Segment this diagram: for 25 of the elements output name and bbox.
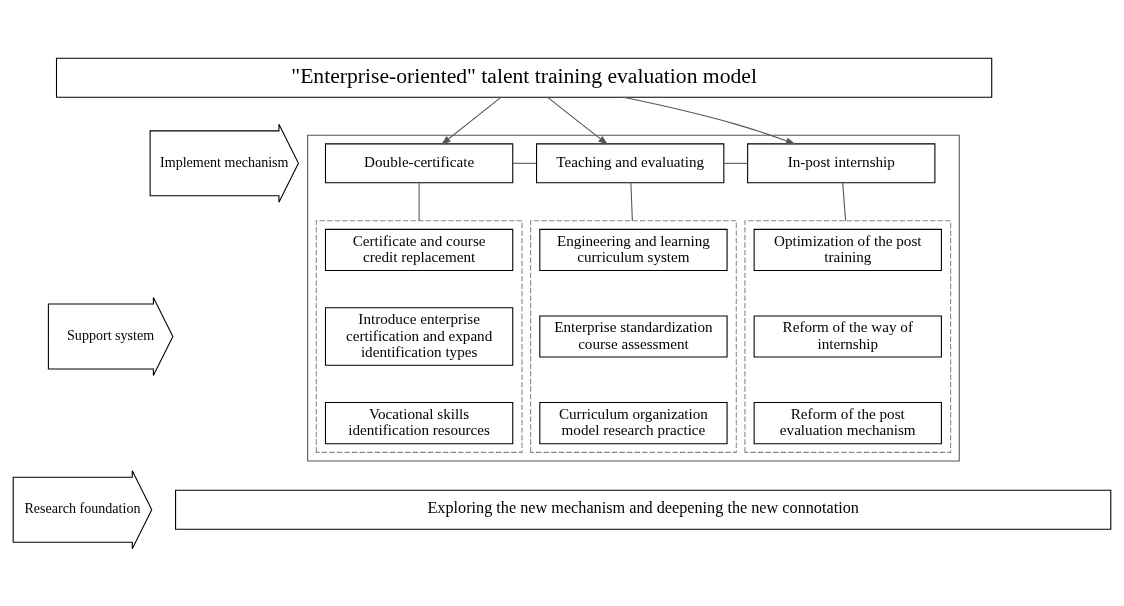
node-box: Optimization of the post training: [753, 228, 942, 271]
connector: [418, 182, 420, 221]
node-box: Curriculum organization model research practice: [539, 401, 728, 444]
node-box: Teaching and evaluating: [536, 142, 725, 183]
node-box: Introduce enterprise certification and expand identification types: [324, 306, 514, 366]
arrow: [623, 96, 796, 144]
node-box: Vocational skills identification resources: [324, 401, 514, 444]
arrow: [547, 96, 608, 145]
connector: [512, 162, 537, 164]
node-box: Reform of the way of internship: [753, 314, 942, 358]
node-box: "Enterprise-oriented" talent training evaluation model: [55, 57, 993, 98]
connector: [842, 182, 847, 221]
connector: [723, 162, 749, 164]
arrow: [441, 96, 502, 145]
node-box: Double-certificate: [324, 142, 514, 183]
node-box: Exploring the new mechanism and deepening the new connotation: [175, 489, 1112, 530]
node-box: In-post internship: [747, 142, 936, 183]
node-box: Reform of the post evaluation mechanism: [753, 401, 942, 444]
cluster: [315, 219, 523, 453]
cluster: [530, 219, 737, 453]
cluster: [744, 219, 952, 453]
connector: [630, 182, 633, 221]
node-box: Enterprise standardization course assessment: [539, 314, 728, 358]
node-box: Certificate and course credit replacement: [324, 228, 514, 271]
node-box: Engineering and learning curriculum system: [539, 228, 728, 271]
